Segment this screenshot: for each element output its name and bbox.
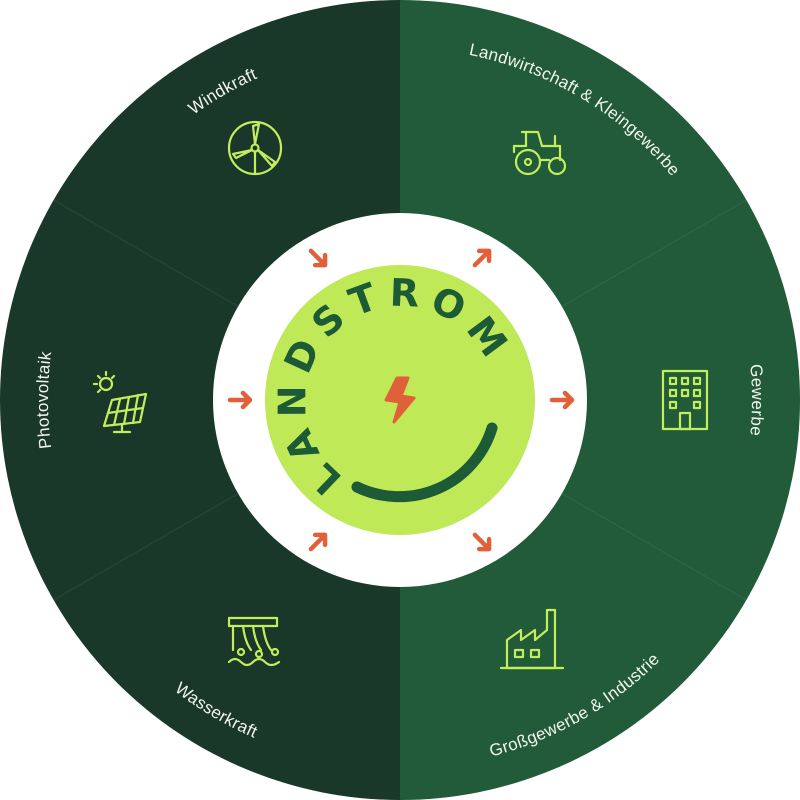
arrow-windkraft-icon xyxy=(308,248,328,268)
solar-panel-icon xyxy=(92,370,148,434)
consumers-half xyxy=(400,0,800,800)
lightning-bolt-icon xyxy=(384,376,416,424)
hydro-dam-icon xyxy=(227,616,281,667)
wind-turbine-icon xyxy=(227,120,283,176)
arrow-wasserkraft-icon xyxy=(308,532,328,552)
tractor-icon xyxy=(512,130,567,176)
factory-icon xyxy=(499,608,565,670)
arrows xyxy=(227,248,575,552)
smile-arc xyxy=(351,422,498,503)
label-gewerbe: Gewerbe xyxy=(746,363,767,437)
arrow-landwirtschaft-icon xyxy=(472,248,492,268)
arrow-photovoltaik-icon xyxy=(227,390,253,410)
arrow-grossgewerbe-icon xyxy=(472,532,492,552)
office-building-icon xyxy=(661,369,709,431)
sources-half xyxy=(0,0,400,800)
arrow-gewerbe-icon xyxy=(549,390,575,410)
label-photovoltaik: Photovoltaik xyxy=(33,350,55,450)
